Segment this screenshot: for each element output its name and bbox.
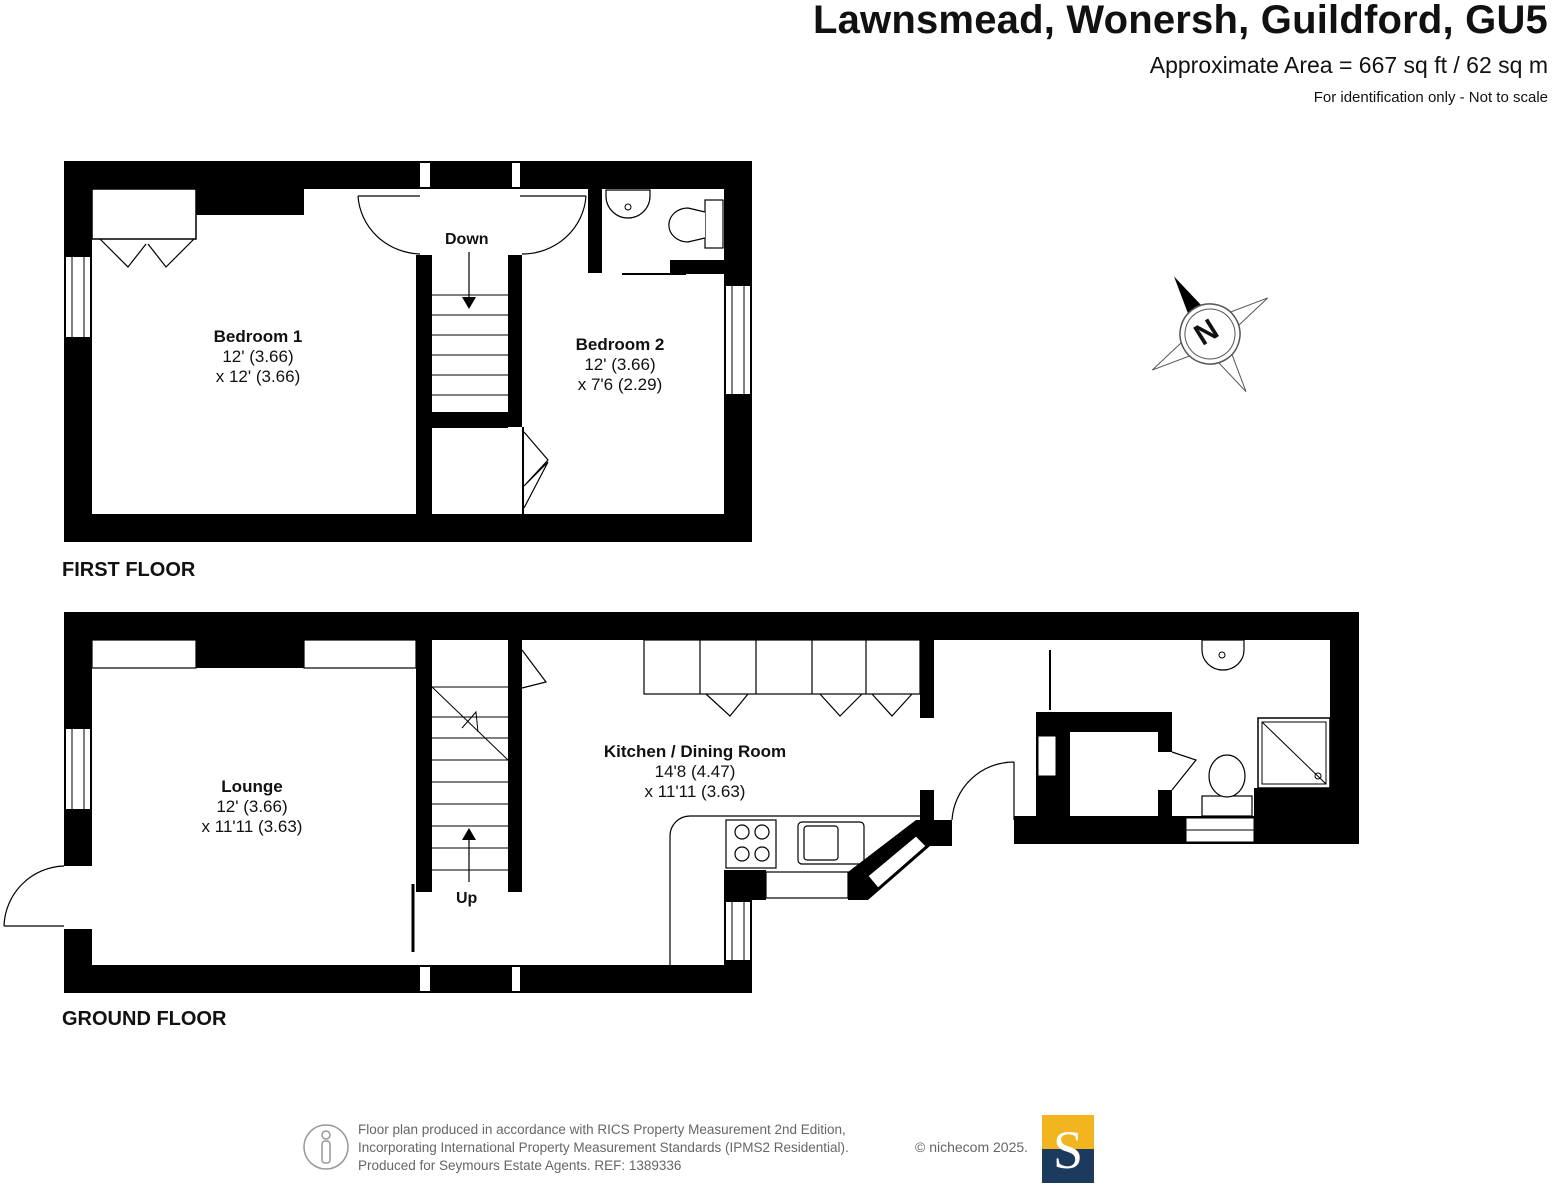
room-bedroom-1: Bedroom 1 12' (3.66) x 12' (3.66) — [178, 327, 338, 387]
person-icon — [303, 1124, 349, 1170]
ground-floor-label: GROUND FLOOR — [62, 1008, 227, 1030]
room-dimension: x 11'11 (3.63) — [644, 782, 746, 801]
room-name: Bedroom 1 — [213, 327, 303, 346]
room-dimension: x 11'11 (3.63) — [201, 817, 303, 836]
property-title: Lawnsmead, Wonersh, Guildford, GU5 — [812, 0, 1548, 42]
room-kitchen-dining: Kitchen / Dining Room 14'8 (4.47) x 11'1… — [585, 742, 805, 802]
logo-letter: S — [1052, 1120, 1084, 1180]
room-name: Kitchen / Dining Room — [603, 742, 787, 761]
footer-notice: Floor plan produced in accordance with R… — [358, 1121, 849, 1175]
room-bedroom-2: Bedroom 2 12' (3.66) x 7'6 (2.29) — [540, 335, 700, 395]
first-floor-plan — [64, 161, 752, 542]
copyright-text: © nichecom 2025. — [915, 1139, 1029, 1155]
approximate-area: Approximate Area = 667 sq ft / 62 sq m — [1149, 52, 1548, 78]
room-dimension: x 12' (3.66) — [215, 367, 301, 386]
scale-note: For identification only - Not to scale — [1313, 89, 1548, 106]
room-dimension: 14'8 (4.47) — [654, 762, 736, 781]
room-name: Lounge — [221, 777, 283, 796]
seymours-logo: S — [1042, 1115, 1094, 1183]
footer-line: Produced for Seymours Estate Agents. REF… — [358, 1158, 682, 1173]
room-dimension: x 7'6 (2.29) — [577, 375, 663, 394]
compass-rose — [1151, 276, 1269, 393]
logo-navy-block — [1042, 1149, 1094, 1183]
room-lounge: Lounge 12' (3.66) x 11'11 (3.63) — [172, 777, 332, 837]
room-name: Bedroom 2 — [575, 335, 665, 354]
footer-line: Floor plan produced in accordance with R… — [358, 1122, 846, 1137]
room-dimension: 12' (3.66) — [584, 355, 656, 374]
stairs-up-label: Up — [456, 890, 478, 907]
footer-line: Incorporating International Property Mea… — [358, 1140, 849, 1155]
room-dimension: 12' (3.66) — [216, 797, 288, 816]
first-floor-label: FIRST FLOOR — [62, 559, 196, 581]
stairs-down-label: Down — [445, 231, 489, 248]
ground-floor-plan — [3, 612, 1359, 993]
logo-gold-block — [1042, 1115, 1094, 1149]
room-dimension: 12' (3.66) — [222, 347, 294, 366]
